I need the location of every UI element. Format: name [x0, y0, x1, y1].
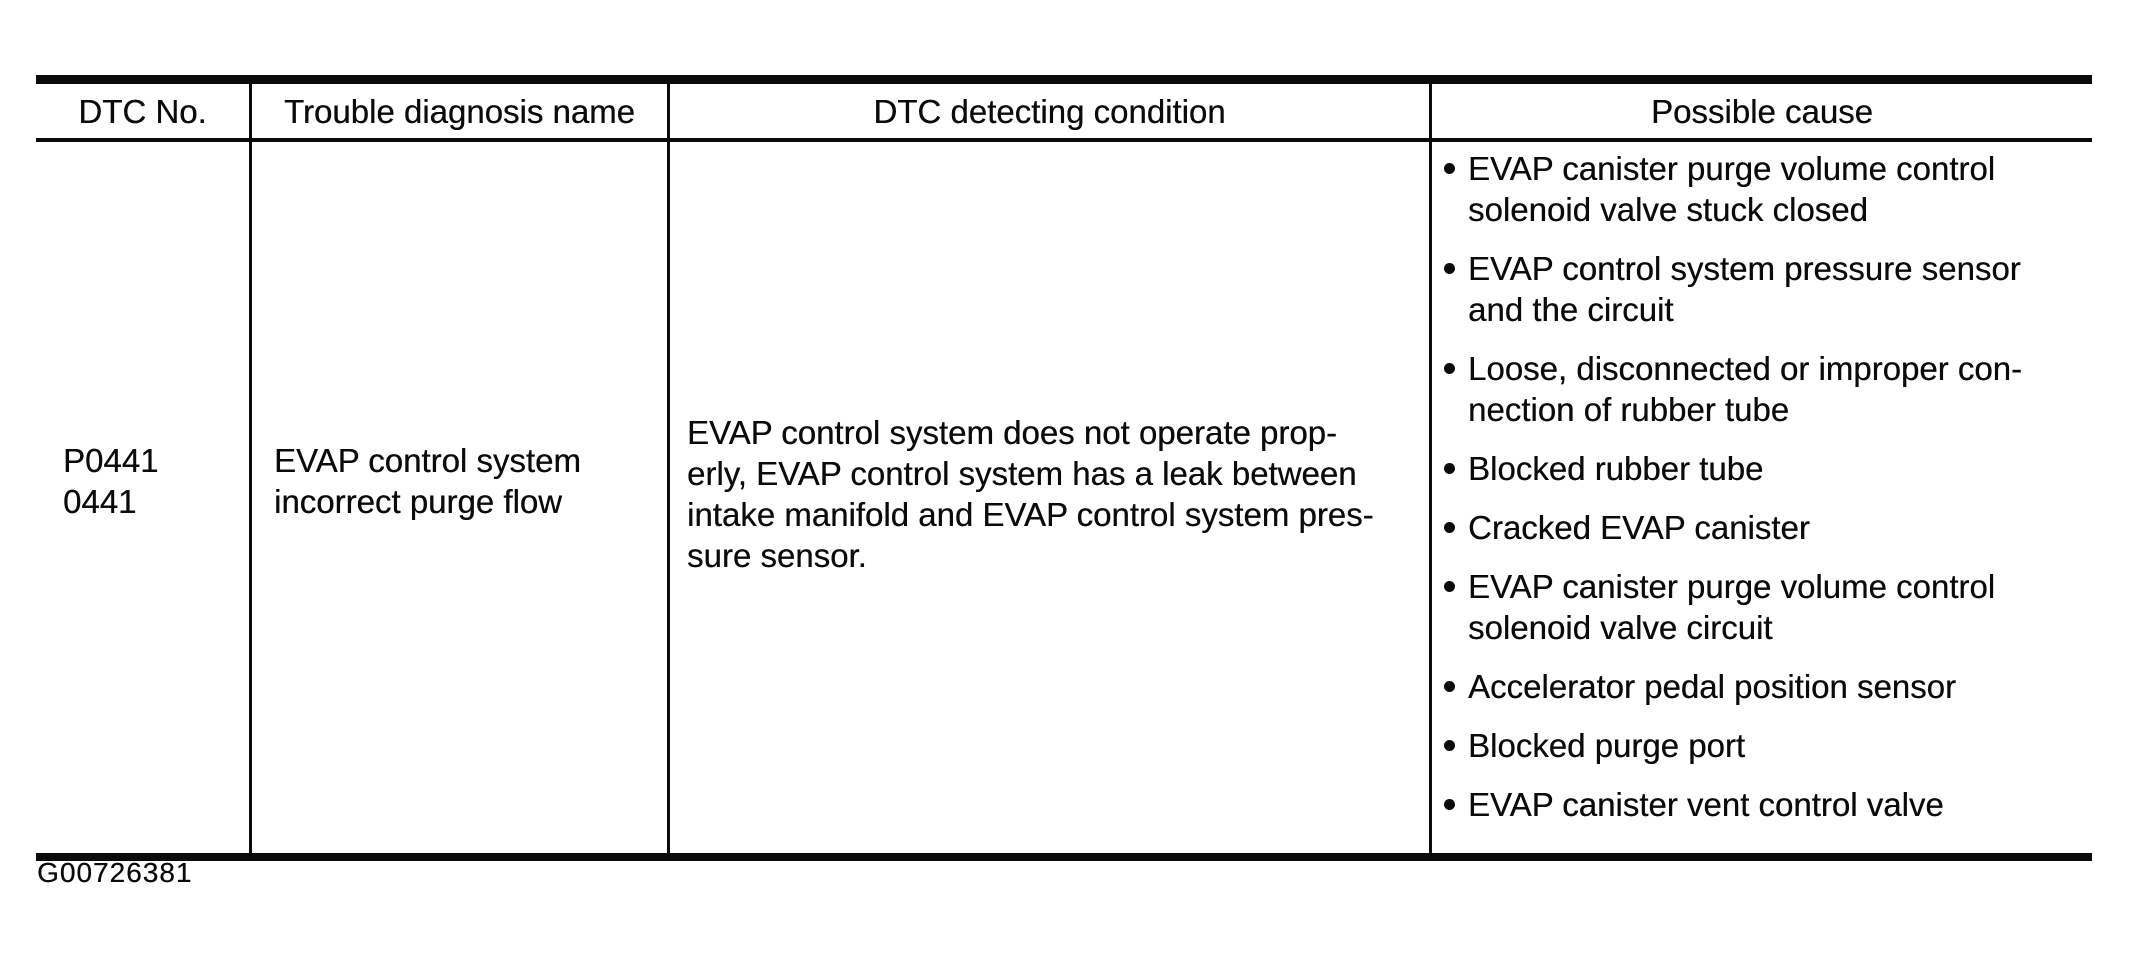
header-trouble-diagnosis-name: Trouble diagnosis name [252, 84, 670, 138]
list-item: Loose, disconnected or improper con- nec… [1444, 348, 2082, 430]
header-dtc-no: DTC No. [36, 84, 252, 138]
bullet-icon [1444, 263, 1455, 274]
bullet-icon [1444, 799, 1455, 810]
list-item: Cracked EVAP canister [1444, 507, 2082, 548]
dtc-table: DTC No. Trouble diagnosis name DTC detec… [36, 75, 2092, 861]
possible-cause-list: EVAP canister purge volume control solen… [1444, 148, 2082, 843]
bullet-icon [1444, 681, 1455, 692]
cause-text: Loose, disconnected or improper con- nec… [1468, 350, 2022, 428]
bullet-icon [1444, 363, 1455, 374]
table-header-row: DTC No. Trouble diagnosis name DTC detec… [36, 84, 2092, 142]
list-item: EVAP canister purge volume control solen… [1444, 566, 2082, 648]
cause-text: EVAP canister purge volume control solen… [1468, 568, 1996, 646]
list-item: EVAP canister vent control valve [1444, 784, 2082, 825]
cell-possible-cause: EVAP canister purge volume control solen… [1432, 142, 2092, 853]
list-item: Blocked rubber tube [1444, 448, 2082, 489]
list-item: Accelerator pedal position sensor [1444, 666, 2082, 707]
cause-text: Blocked purge port [1468, 727, 1746, 764]
bullet-icon [1444, 163, 1455, 174]
cell-dtc-detecting-condition: EVAP control system does not operate pro… [670, 142, 1432, 853]
cause-text: Cracked EVAP canister [1468, 509, 1810, 546]
header-dtc-detecting-condition: DTC detecting condition [670, 84, 1432, 138]
bullet-icon [1444, 581, 1455, 592]
list-item: EVAP canister purge volume control solen… [1444, 148, 2082, 230]
list-item: Blocked purge port [1444, 725, 2082, 766]
cause-text: EVAP canister purge volume control solen… [1468, 150, 1996, 228]
cause-text: EVAP canister vent control valve [1468, 786, 1944, 823]
cause-text: Accelerator pedal position sensor [1468, 668, 1956, 705]
header-possible-cause: Possible cause [1651, 92, 1873, 130]
bullet-icon [1444, 522, 1455, 533]
cause-text: EVAP control system pressure sensor and … [1468, 250, 2021, 328]
cause-text: Blocked rubber tube [1468, 450, 1764, 487]
table-row: P0441 0441 EVAP control system incorrect… [36, 142, 2092, 853]
figure-id: G00726381 [37, 857, 193, 888]
cell-trouble-diagnosis-name: EVAP control system incorrect purge flow [252, 142, 670, 853]
bullet-icon [1444, 463, 1455, 474]
list-item: EVAP control system pressure sensor and … [1444, 248, 2082, 330]
bullet-icon [1444, 740, 1455, 751]
cell-dtc-no: P0441 0441 [36, 142, 252, 853]
